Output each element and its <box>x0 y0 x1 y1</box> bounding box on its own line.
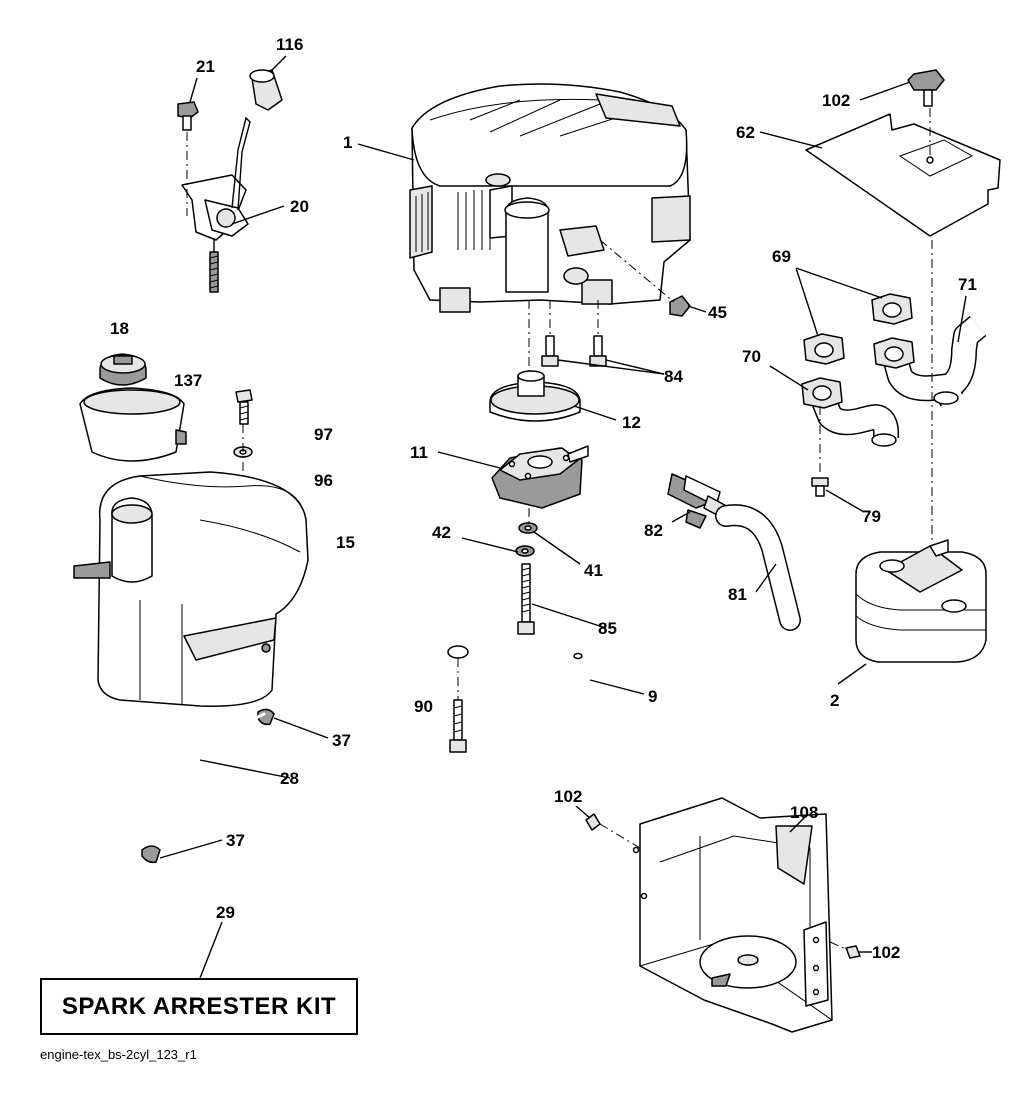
part-rod-9 <box>447 645 623 772</box>
part-pulley-12 <box>489 370 581 422</box>
callout-11: 11 <box>410 443 428 462</box>
part-gasket-69-lower <box>803 333 845 365</box>
part-bolt-85 <box>517 563 535 635</box>
callout-85: 85 <box>598 619 617 638</box>
part-gasket-69-upper <box>871 293 913 325</box>
part-washer-42 <box>515 545 535 557</box>
callout-41: 41 <box>584 561 603 580</box>
callout-28: 28 <box>280 769 299 788</box>
part-bolt-21 <box>177 101 199 216</box>
part-bolt-90 <box>449 699 467 753</box>
callout-45: 45 <box>708 303 727 322</box>
part-engine-1 <box>409 83 691 313</box>
callout-37-lower: 37 <box>226 831 245 850</box>
part-hose-81 <box>715 504 801 631</box>
callout-137: 137 <box>174 371 202 390</box>
part-exhaust-pipe-70 <box>801 377 899 447</box>
part-throttle-control <box>181 116 251 293</box>
part-cup-137 <box>79 387 187 462</box>
callout-84: 84 <box>664 367 683 386</box>
callout-20: 20 <box>290 197 309 216</box>
callout-1: 1 <box>343 133 352 152</box>
part-clutch-11 <box>491 445 589 509</box>
callout-62: 62 <box>736 123 755 142</box>
callout-97: 97 <box>314 425 333 444</box>
callout-29: 29 <box>216 903 235 922</box>
part-knob-102-top <box>907 69 945 107</box>
part-bolt-102-right <box>845 945 861 959</box>
callout-37-upper: 37 <box>332 731 351 750</box>
callout-90: 90 <box>414 697 433 716</box>
figure-identifier: engine-tex_bs-2cyl_123_r1 <box>40 1047 197 1062</box>
spark-arrester-kit-box: SPARK ARRESTER KIT <box>40 978 358 1035</box>
part-exhaust-pipe-71 <box>873 316 987 407</box>
part-clamp-37-lower <box>141 845 161 864</box>
callout-18: 18 <box>110 319 129 338</box>
callout-2: 2 <box>830 691 839 710</box>
spark-arrester-kit-label: SPARK ARRESTER KIT <box>61 992 337 1020</box>
callout-79: 79 <box>862 507 881 526</box>
part-fuel-line-28 <box>150 712 266 852</box>
part-washer-41 <box>518 522 538 534</box>
callout-82: 82 <box>644 521 663 540</box>
part-base-plate-108 <box>632 797 833 1033</box>
callout-102-right: 102 <box>872 943 900 962</box>
part-screw-79 <box>811 477 829 497</box>
callout-21: 21 <box>196 57 215 76</box>
part-muffler-2 <box>855 539 987 663</box>
callout-42: 42 <box>432 523 451 542</box>
callout-102-left: 102 <box>554 787 582 806</box>
callout-70: 70 <box>742 347 761 366</box>
callout-69: 69 <box>772 247 791 266</box>
callout-9: 9 <box>648 687 657 706</box>
part-fuel-cap-18 <box>99 353 147 386</box>
part-knob-116 <box>249 69 283 111</box>
part-fuel-tank-15 <box>73 471 309 707</box>
callout-102-top: 102 <box>822 91 850 110</box>
part-nut-45 <box>669 295 691 317</box>
callout-12: 12 <box>622 413 641 432</box>
callout-96: 96 <box>314 471 333 490</box>
part-bolts-84 <box>541 335 607 367</box>
callout-108: 108 <box>790 803 818 822</box>
part-heat-shield-62 <box>805 113 1001 237</box>
callout-116: 116 <box>276 35 303 54</box>
part-screw-97 <box>235 389 253 425</box>
callout-71: 71 <box>958 275 977 294</box>
part-clamp-37-upper <box>257 708 275 726</box>
callout-15: 15 <box>336 533 355 552</box>
callout-81: 81 <box>728 585 747 604</box>
